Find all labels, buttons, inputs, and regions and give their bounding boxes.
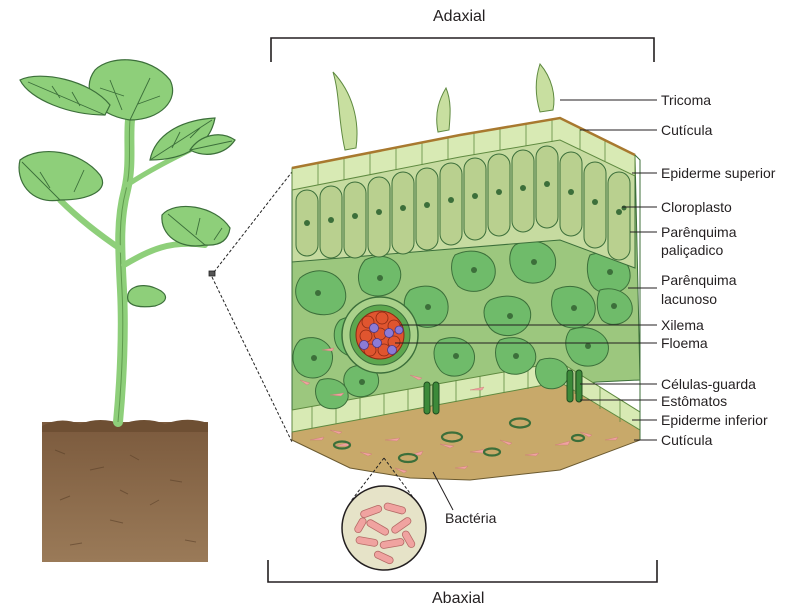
adaxial-heading: Adaxial	[433, 8, 485, 26]
leaf-lower	[128, 286, 166, 307]
plant-illustration	[19, 60, 295, 562]
label-parenquima-palicadico-2: paliçadico	[661, 242, 723, 258]
label-celulas-guarda: Células-guarda	[661, 376, 756, 392]
label-cuticula-top: Cutícula	[661, 122, 712, 138]
zoom-line-top	[214, 168, 295, 272]
soil-surface	[42, 420, 208, 432]
label-bacteria: Bactéria	[445, 510, 496, 526]
label-cloroplasto: Cloroplasto	[661, 199, 732, 215]
zoom-line-bottom	[212, 277, 292, 442]
leaf-cross-section	[292, 64, 640, 480]
label-parenquima-palicadico-1: Parênquima	[661, 224, 737, 240]
label-epiderme-inferior: Epiderme inferior	[661, 412, 768, 428]
label-epiderme-superior: Epiderme superior	[661, 165, 775, 181]
label-parenquima-lacunoso-1: Parênquima	[661, 272, 737, 288]
label-estomatos: Estômatos	[661, 393, 727, 409]
label-tricoma: Tricoma	[661, 92, 711, 108]
label-floema: Floema	[661, 335, 708, 351]
leaf-right	[162, 206, 230, 246]
plant-stem	[118, 120, 130, 422]
abaxial-bracket	[268, 560, 657, 582]
abaxial-heading: Abaxial	[432, 590, 484, 608]
adaxial-bracket	[271, 38, 654, 62]
label-xilema: Xilema	[661, 317, 704, 333]
label-cuticula-bottom: Cutícula	[661, 432, 712, 448]
leaf-left	[19, 152, 103, 201]
vascular-bundle	[342, 297, 418, 373]
label-parenquima-lacunoso-2: lacunoso	[661, 291, 717, 307]
